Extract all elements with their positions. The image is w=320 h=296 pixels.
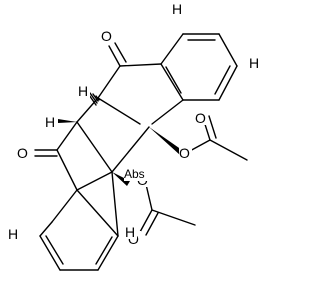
- lower-five-ring: [56, 121, 113, 191]
- lower-ketone: [34, 149, 58, 157]
- atom-o-ketone-top: O: [101, 28, 112, 44]
- atom-h-stereo-left: H: [45, 114, 55, 130]
- atom-h-right-upper: H: [249, 55, 259, 71]
- upper-five-ring: [97, 63, 184, 125]
- wedge-ester-right: [149, 127, 182, 155]
- atom-h-bottom-right: H: [125, 224, 135, 240]
- molecule-diagram: H H O H H O O O O Abs O H H: [8, 1, 260, 271]
- atom-h-stereo-top: H: [78, 83, 88, 99]
- cyclobutane-ring: [76, 97, 150, 173]
- stereo-wedge-left: [58, 119, 77, 123]
- atom-o-ester-right: O: [179, 145, 190, 161]
- lower-benzene-ring: [39, 171, 119, 271]
- upper-ketone: [108, 42, 127, 67]
- left-acetate: [139, 179, 196, 236]
- atom-h-top-right: H: [172, 1, 182, 17]
- structure-svg: H H O H H O O O O Abs O H H: [8, 1, 260, 271]
- atom-h-bottom-left: H: [8, 226, 18, 242]
- upper-benzene-ring: [160, 33, 238, 101]
- label-abs: Abs: [124, 167, 145, 181]
- atom-o-carbonyl-right: O: [195, 110, 206, 126]
- wedge-ester-left: [112, 172, 130, 186]
- atom-o-ketone-left: O: [17, 145, 28, 161]
